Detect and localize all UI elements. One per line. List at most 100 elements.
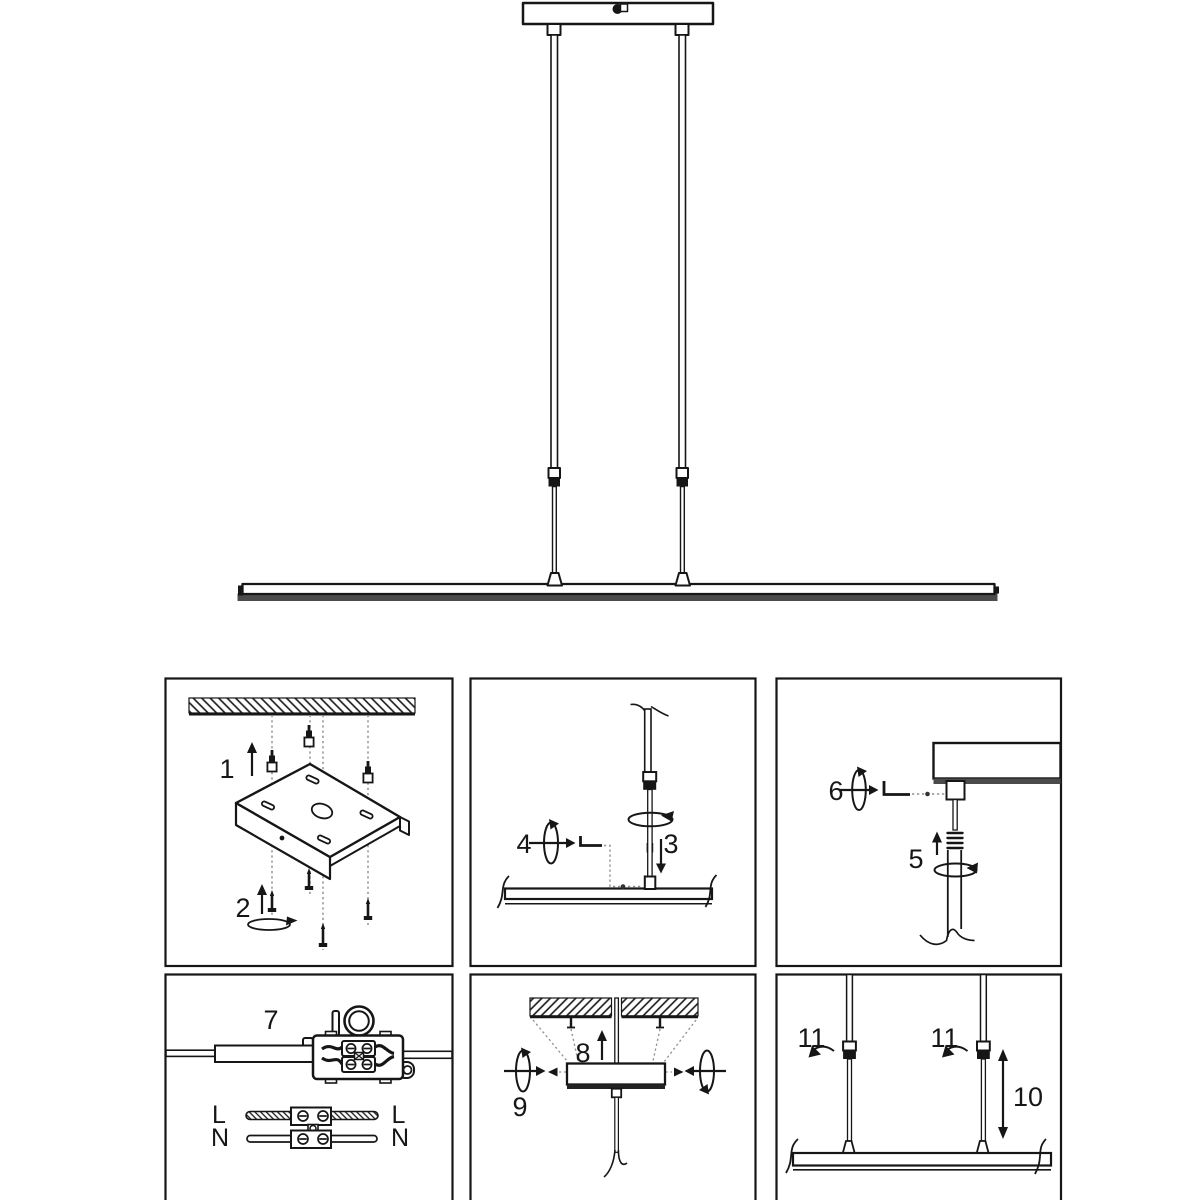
step-label-4: 4 (516, 829, 531, 859)
terminal-blocks (341, 1040, 376, 1073)
step-label-3: 3 (663, 829, 678, 859)
rod-socket (643, 875, 657, 890)
rotate-icon (684, 1049, 726, 1095)
ceiling-hatch (188, 697, 416, 714)
step-label-9: 9 (512, 1092, 527, 1122)
height-adjuster (843, 1050, 856, 1059)
rotate-arrow-icon (808, 1045, 835, 1058)
step-label-6: 6 (828, 776, 843, 806)
arrow-up-icon (932, 831, 942, 855)
mounting-plate (234, 762, 410, 881)
arrow-up-down-icon (998, 1049, 1008, 1139)
cable-sleeve (214, 1044, 314, 1063)
light-bar (241, 582, 996, 596)
rotate-icon (529, 819, 576, 865)
arrow-up-icon (597, 1030, 607, 1060)
break-flick (603, 1149, 616, 1178)
rod-right (975, 973, 991, 1155)
hex-key-icon (882, 781, 910, 796)
height-adjuster (977, 1050, 990, 1059)
arrow-left-icon (548, 1067, 558, 1077)
panel-frame-mounting (164, 677, 454, 968)
break-squiggle (785, 1138, 799, 1174)
plate-center-hole (310, 802, 334, 820)
cable-ferrule (610, 1087, 623, 1099)
break-flick (617, 1149, 628, 1166)
break-flick (630, 703, 646, 712)
panel-rod-insert: 3 4 (496, 703, 718, 909)
break-squiggle (496, 875, 510, 909)
wiring-diagram: L L N N (211, 1101, 409, 1152)
live-label-right: L (392, 1101, 406, 1129)
canopy-section (932, 741, 1062, 780)
step-label-2: 2 (235, 893, 250, 923)
panel-height-adjust: 11 11 10 (785, 973, 1053, 1175)
bar-end-cap-right (994, 586, 999, 594)
screw-icon (363, 898, 373, 920)
bar-section (791, 1151, 1053, 1167)
set-screw-dot (620, 884, 626, 889)
break-squiggle (704, 874, 718, 908)
step-label-1: 1 (219, 754, 234, 784)
panel-frame-height-adjust (775, 973, 1063, 1200)
leader-dashed-line (604, 844, 641, 888)
suspension-rod-right (674, 23, 691, 587)
pendant-lamp-overview (237, 1, 999, 601)
height-adjuster-right (676, 477, 688, 487)
step-label-5: 5 (908, 844, 923, 874)
rotate-icon (504, 1047, 546, 1093)
mounting-screws (267, 868, 373, 947)
plate-screw-slots (260, 774, 374, 845)
arrow-up-icon (247, 742, 257, 776)
strain-relief-assembly (165, 1005, 453, 1084)
neutral-label-right: N (391, 1124, 409, 1152)
rotate-icon (627, 811, 674, 828)
set-screw-dot (925, 791, 930, 797)
mains-cable (614, 997, 620, 1065)
panel-wiring: 7 (165, 1005, 453, 1152)
break-flick (650, 705, 669, 717)
break-squiggle (919, 928, 975, 946)
step-label-10: 10 (1013, 1082, 1043, 1112)
ceiling-hatch (529, 997, 699, 1019)
bar-section (503, 887, 714, 901)
threaded-spring-section (946, 831, 964, 850)
plate-front-hole (279, 835, 285, 841)
panel-frame-canopy-rod (775, 677, 1063, 968)
step-label-7: 7 (263, 1005, 278, 1035)
rod-with-adjuster (630, 703, 669, 890)
suspension-rod-left (546, 23, 563, 587)
panel-canopy-rod: 5 6 (828, 741, 1062, 946)
threaded-pin (952, 798, 958, 831)
panel-frame-canopy-mount (469, 973, 757, 1200)
panel-mounting-plate: 1 2 (188, 697, 416, 950)
screw-icon (304, 868, 314, 890)
arrow-right-icon (674, 1067, 684, 1077)
panel-frame-wiring (164, 973, 454, 1200)
live-label-left: L (212, 1101, 226, 1129)
internal-wires (321, 1044, 395, 1067)
rod-left (841, 973, 857, 1155)
rotate-icon (839, 766, 879, 811)
screw-icon (267, 890, 277, 912)
light-diffuser-stripe (237, 593, 998, 601)
protruding-screws (567, 1016, 664, 1029)
rotate-icon (933, 862, 978, 878)
cable-grip-clip (619, 3, 629, 13)
canopy-stripe (567, 1084, 665, 1089)
neutral-label-left: N (211, 1124, 229, 1152)
panel-borders (164, 677, 1063, 1200)
step-label-11-right: 11 (930, 1023, 958, 1053)
hex-key-icon (579, 836, 602, 847)
panel-frame-rod-insert (469, 677, 757, 968)
panel-canopy-mount: 8 9 (504, 997, 726, 1178)
cable-ring-hole (348, 1010, 370, 1032)
suspension-cable (614, 1096, 619, 1153)
canopy-socket (945, 780, 966, 801)
wall-plug-icon (303, 725, 315, 748)
wall-plug-icon (266, 750, 278, 773)
screw-icon (318, 923, 328, 947)
wire-terminal-blocks (290, 1106, 332, 1149)
